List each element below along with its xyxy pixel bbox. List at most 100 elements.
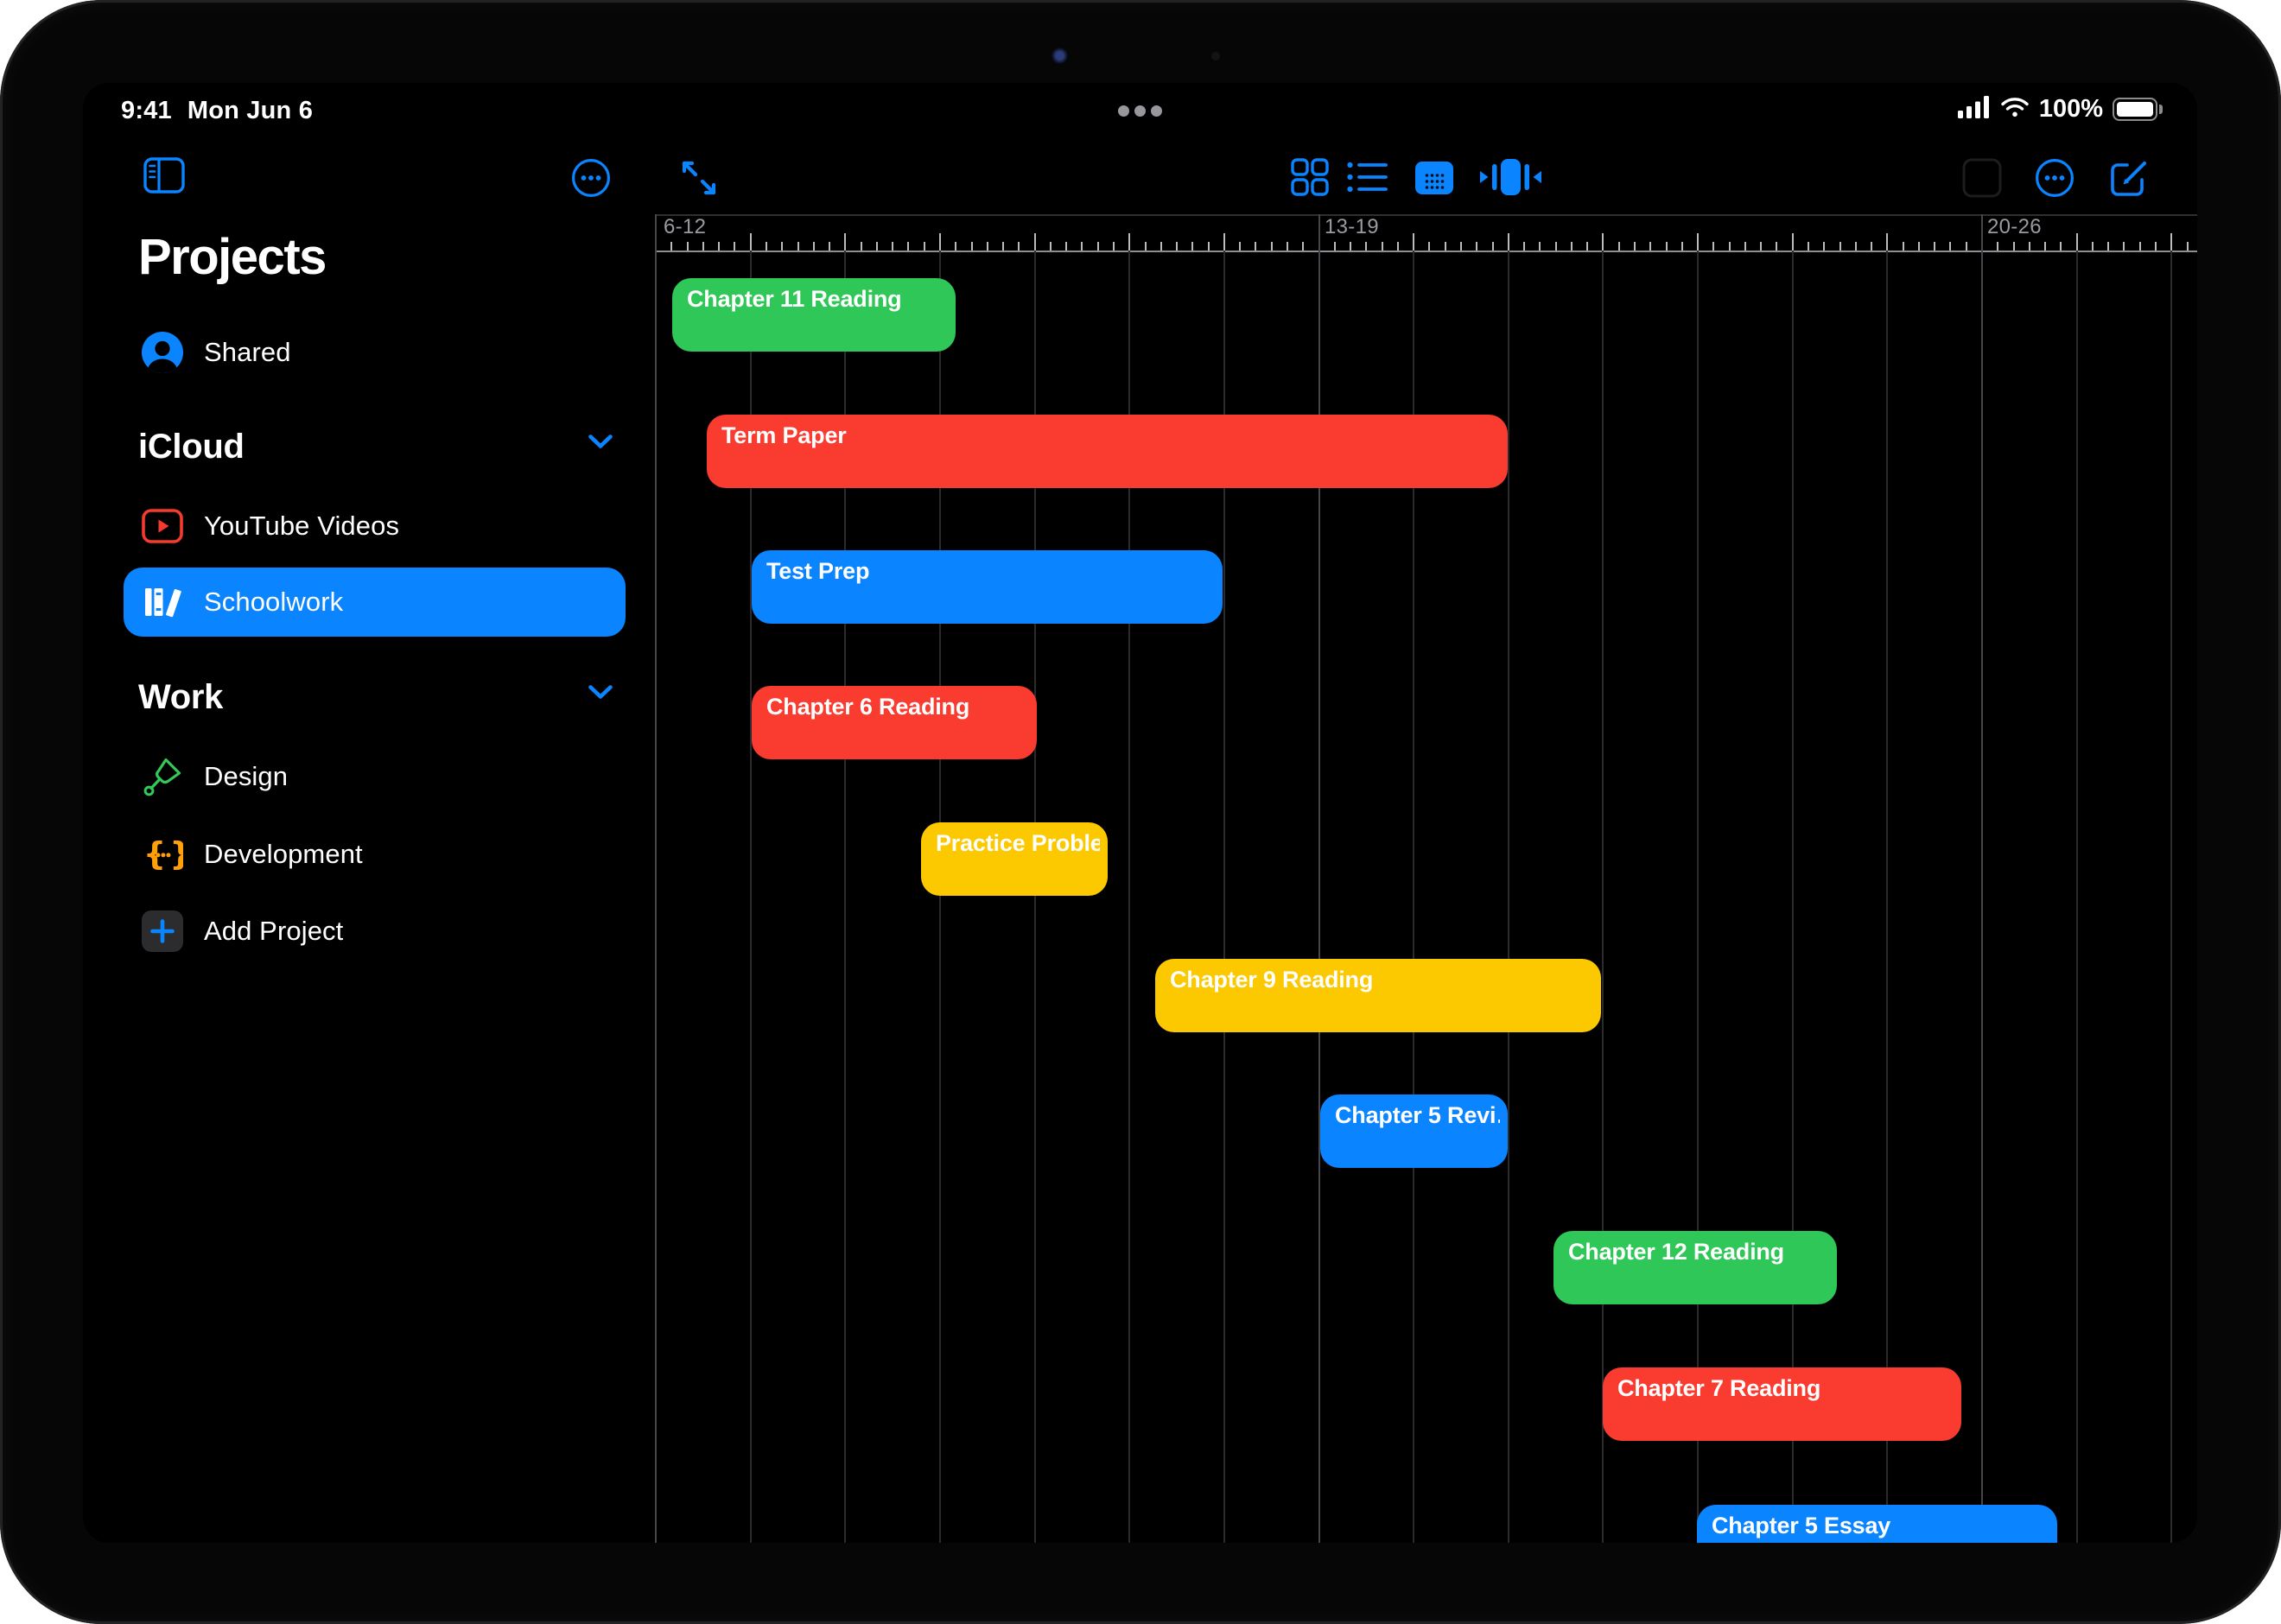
minor-tick bbox=[875, 242, 878, 251]
expand-icon[interactable] bbox=[679, 158, 719, 198]
sidebar-item-schoolwork[interactable]: Schoolwork bbox=[124, 568, 626, 637]
minor-tick bbox=[1712, 242, 1715, 251]
minor-tick bbox=[670, 242, 673, 251]
minor-tick bbox=[1633, 242, 1636, 251]
minor-tick bbox=[1823, 242, 1826, 251]
ruler-baseline bbox=[655, 251, 2197, 252]
paintbrush-icon bbox=[142, 756, 183, 797]
day-gridline bbox=[1223, 251, 1225, 1543]
minor-tick bbox=[1255, 242, 1257, 251]
list-view-icon[interactable] bbox=[1346, 160, 1388, 194]
minor-tick bbox=[2138, 242, 2141, 251]
gantt-bar[interactable]: Practice Proble… bbox=[921, 822, 1108, 896]
minor-tick bbox=[797, 242, 799, 251]
minor-tick bbox=[1396, 242, 1399, 251]
minor-tick bbox=[1065, 242, 1068, 251]
minor-tick bbox=[1917, 242, 1920, 251]
minor-tick bbox=[829, 242, 830, 251]
minor-tick bbox=[860, 242, 862, 251]
minor-tick bbox=[1286, 242, 1288, 251]
minor-tick bbox=[955, 242, 957, 251]
day-tick bbox=[938, 233, 941, 251]
youtube-icon bbox=[142, 505, 183, 547]
sidebar-item-development[interactable]: {}Development bbox=[124, 820, 626, 889]
gantt-bar-label: Chapter 5 Essay bbox=[1712, 1513, 1891, 1538]
placeholder-square-icon[interactable] bbox=[1962, 158, 2002, 198]
day-tick bbox=[2170, 233, 2173, 251]
day-tick bbox=[2075, 233, 2078, 251]
minor-tick bbox=[1776, 242, 1778, 251]
calendar-view-icon[interactable] bbox=[1414, 161, 1454, 195]
minor-tick bbox=[1459, 242, 1462, 251]
week-gridline bbox=[655, 214, 657, 1543]
compose-icon[interactable] bbox=[2109, 158, 2149, 198]
gantt-bar[interactable]: Chapter 9 Reading bbox=[1155, 959, 1601, 1032]
chevron-down-icon[interactable] bbox=[588, 434, 613, 454]
gantt-bar[interactable]: Chapter 11 Reading bbox=[672, 278, 956, 352]
minor-tick bbox=[1096, 242, 1099, 251]
day-gridline bbox=[1033, 251, 1036, 1543]
day-tick bbox=[1128, 233, 1131, 251]
minor-tick bbox=[1554, 242, 1557, 251]
sidebar-section-header: iCloud bbox=[138, 427, 613, 466]
minor-tick bbox=[892, 242, 894, 251]
day-tick bbox=[1791, 233, 1794, 251]
minor-tick bbox=[1365, 242, 1368, 251]
minor-tick bbox=[1839, 242, 1841, 251]
minor-tick bbox=[1476, 242, 1478, 251]
minor-tick bbox=[1239, 242, 1242, 251]
day-gridline bbox=[2170, 251, 2173, 1543]
week-label: 6-12 bbox=[664, 215, 707, 238]
minor-tick bbox=[1744, 242, 1746, 251]
minor-tick bbox=[686, 242, 689, 251]
minor-tick bbox=[1665, 242, 1668, 251]
minor-tick bbox=[2107, 242, 2110, 251]
sidebar-item-youtube-videos[interactable]: YouTube Videos bbox=[124, 492, 626, 561]
sidebar-item-add-project[interactable]: Add Project bbox=[124, 897, 626, 966]
ellipsis-circle-icon[interactable] bbox=[571, 158, 611, 198]
minor-tick bbox=[923, 242, 925, 251]
day-gridline bbox=[1791, 251, 1794, 1543]
minor-tick bbox=[2044, 242, 2047, 251]
sidebar-item-label: Development bbox=[204, 839, 363, 869]
day-gridline bbox=[938, 251, 941, 1543]
minor-tick bbox=[1270, 242, 1273, 251]
day-tick bbox=[1223, 233, 1225, 251]
day-tick bbox=[1413, 233, 1415, 251]
gantt-bar[interactable]: Chapter 5 Essay bbox=[1697, 1505, 2057, 1543]
minor-tick bbox=[2060, 242, 2062, 251]
minor-tick bbox=[1381, 242, 1383, 251]
week-label: 20-26 bbox=[1987, 215, 2042, 238]
chevron-down-icon[interactable] bbox=[588, 684, 613, 705]
sidebar-item-design[interactable]: Design bbox=[124, 742, 626, 811]
sidebar-toggle-icon[interactable] bbox=[143, 157, 185, 193]
minor-tick bbox=[2155, 242, 2157, 251]
minor-tick bbox=[2091, 242, 2094, 251]
timeline-view-icon[interactable] bbox=[1477, 156, 1543, 198]
day-gridline bbox=[1602, 251, 1604, 1543]
gantt-bar[interactable]: Test Prep bbox=[752, 550, 1223, 624]
day-tick bbox=[844, 233, 847, 251]
minor-tick bbox=[1997, 242, 1999, 251]
minor-tick bbox=[765, 242, 767, 251]
minor-tick bbox=[1144, 242, 1147, 251]
minor-tick bbox=[1902, 242, 1904, 251]
minor-tick bbox=[1617, 242, 1620, 251]
minor-tick bbox=[1428, 242, 1431, 251]
sidebar-item-shared[interactable]: Shared bbox=[124, 318, 626, 387]
sidebar-section-title: iCloud bbox=[138, 427, 245, 466]
gantt-bar[interactable]: Chapter 7 Reading bbox=[1603, 1367, 1961, 1441]
sidebar-item-label: YouTube Videos bbox=[204, 511, 400, 541]
multitasking-indicator[interactable] bbox=[83, 105, 2197, 117]
minor-tick bbox=[986, 242, 988, 251]
plus-icon bbox=[142, 910, 183, 952]
gantt-bar[interactable]: Chapter 6 Reading bbox=[752, 686, 1037, 759]
grid-view-icon[interactable] bbox=[1291, 158, 1329, 196]
gantt-bar[interactable]: Chapter 12 Reading bbox=[1553, 1231, 1837, 1304]
minor-tick bbox=[1808, 242, 1809, 251]
gantt-bar[interactable]: Chapter 5 Revi… bbox=[1320, 1094, 1508, 1168]
gantt-bar[interactable]: Term Paper bbox=[707, 415, 1508, 488]
battery-icon bbox=[2113, 98, 2163, 121]
ellipsis-circle-icon[interactable] bbox=[2035, 158, 2075, 198]
battery-percent: 100% bbox=[2038, 95, 2103, 123]
